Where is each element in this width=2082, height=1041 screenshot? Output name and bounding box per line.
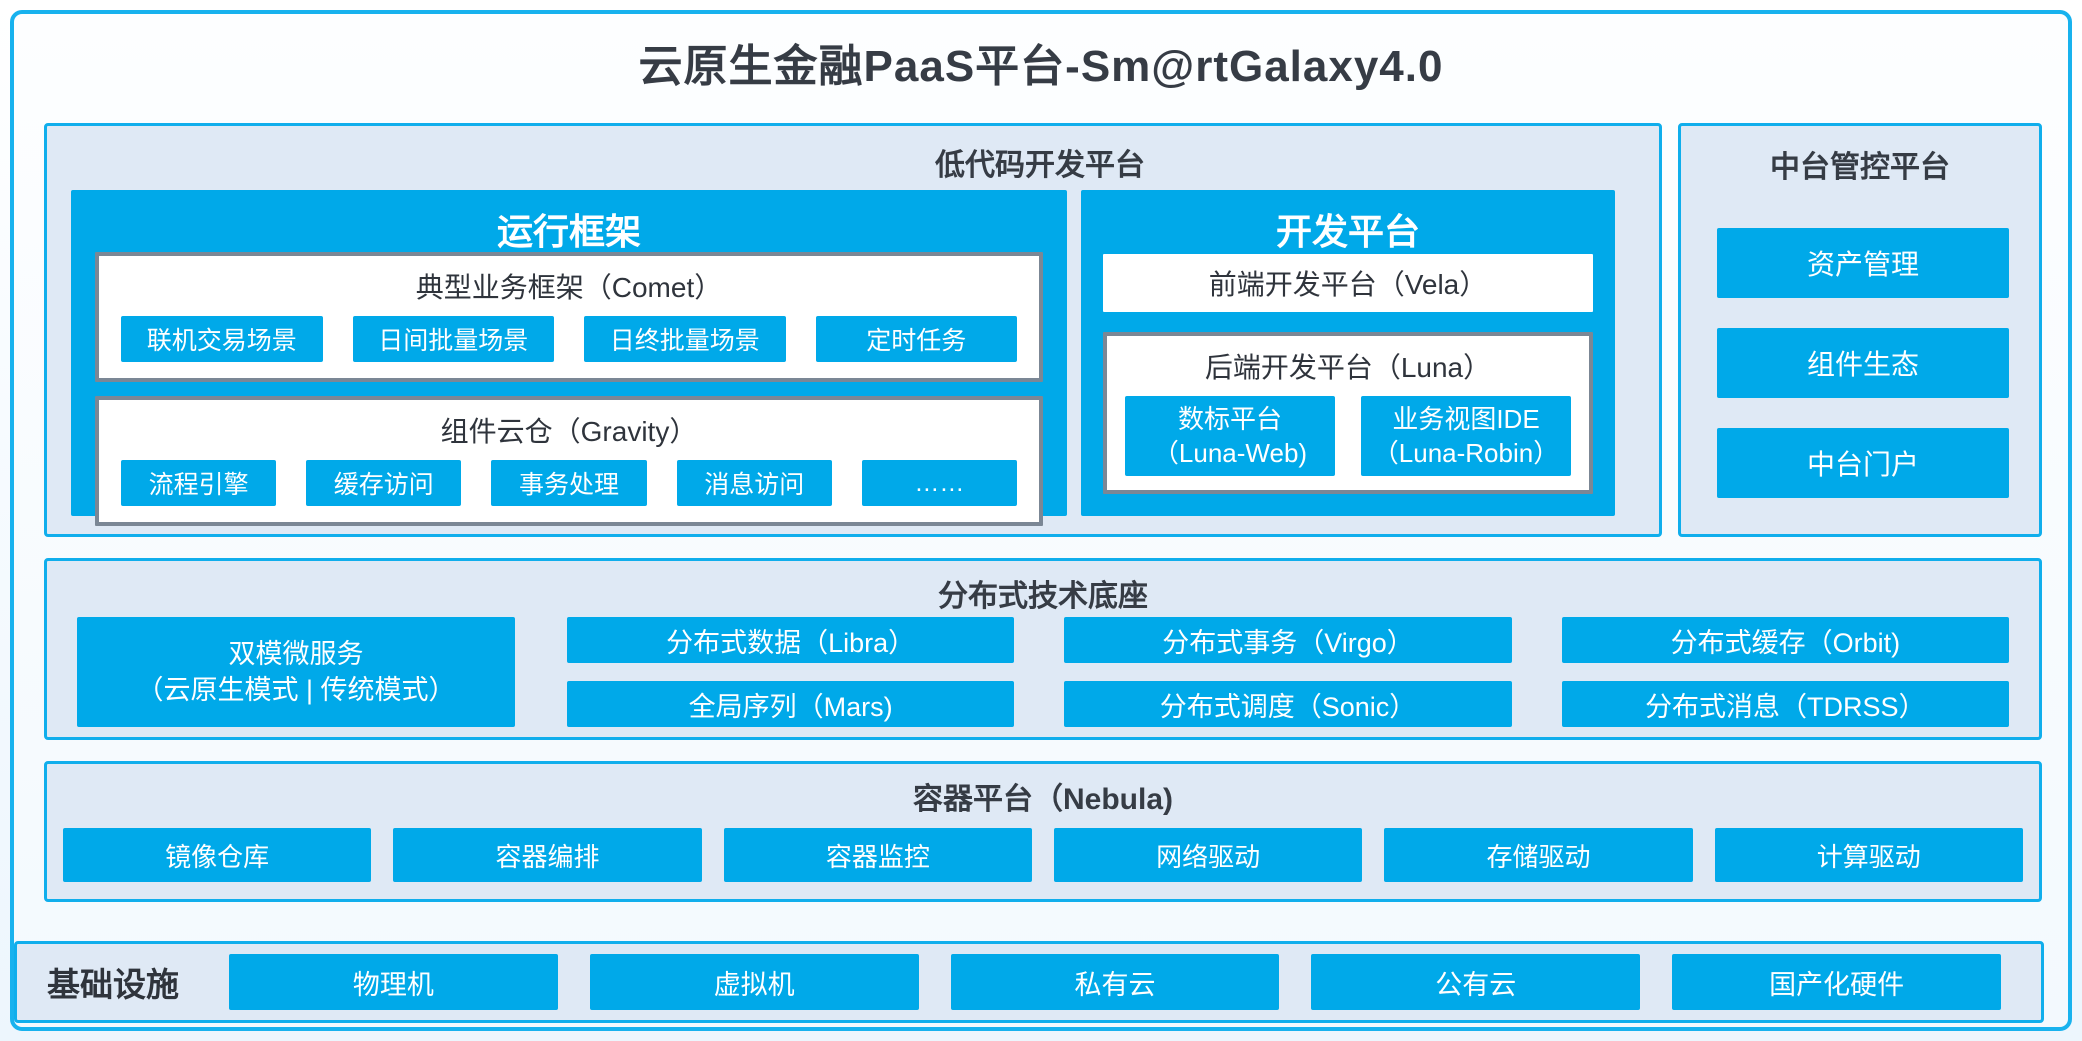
chip-physical-machine: 物理机 bbox=[229, 954, 558, 1010]
runtime-framework-title: 运行框架 bbox=[496, 211, 641, 252]
chip-image-registry: 镜像仓库 bbox=[63, 828, 372, 882]
chip-distributed-data-libra: 分布式数据（Libra） bbox=[567, 617, 1015, 663]
infrastructure-items: 物理机 虚拟机 私有云 公有云 国产化硬件 bbox=[229, 954, 2001, 1010]
backend-luna-title: 后端开发平台（Luna） bbox=[1204, 352, 1492, 383]
section-distributed-base: 分布式技术底座 双模微服务 （云原生模式 | 传统模式） 分布式数据（Libra… bbox=[44, 558, 2042, 740]
chip-luna-web: 数标平台 （Luna-Web) bbox=[1125, 396, 1335, 476]
chip-virtual-machine: 虚拟机 bbox=[589, 954, 919, 1010]
chip-global-sequence-mars: 全局序列（Mars) bbox=[567, 681, 1015, 727]
chip-dual-mode-microservice: 双模微服务 （云原生模式 | 传统模式） bbox=[77, 617, 515, 727]
chip-asset-management: 资产管理 bbox=[1717, 228, 2009, 298]
group-gravity: 组件云仓（Gravity） 流程引擎 缓存访问 事务处理 消息访问 …… bbox=[95, 396, 1043, 526]
dev-platform-box: 开发平台 前端开发平台（Vela） 后端开发平台（Luna） 数标平台 （Lun… bbox=[1081, 190, 1615, 516]
dual-mode-line1: 双模微服务 bbox=[228, 639, 364, 669]
chip-distributed-message-tdrss: 分布式消息（TDRSS） bbox=[1561, 681, 2009, 727]
group-comet-items: 联机交易场景 日间批量场景 日终批量场景 定时任务 bbox=[99, 306, 1039, 378]
container-platform-items: 镜像仓库 容器编排 容器监控 网络驱动 存储驱动 计算驱动 bbox=[63, 828, 2023, 882]
backend-luna-items: 数标平台 （Luna-Web) 业务视图IDE （Luna-Robin） bbox=[1107, 386, 1589, 476]
infrastructure-title: 基础设施 bbox=[47, 966, 179, 1003]
chip-container-monitoring: 容器监控 bbox=[723, 828, 1032, 882]
frontend-vela-box: 前端开发平台（Vela） bbox=[1103, 254, 1593, 312]
chip-luna-robin-line2: （Luna-Robin） bbox=[1372, 438, 1560, 468]
chip-private-cloud: 私有云 bbox=[950, 954, 1280, 1010]
chip-message-access: 消息访问 bbox=[676, 460, 832, 506]
chip-container-orchestration: 容器编排 bbox=[393, 828, 702, 882]
chip-luna-web-line1: 数标平台 bbox=[1177, 404, 1282, 434]
section-container-platform: 容器平台（Nebula) 镜像仓库 容器编排 容器监控 网络驱动 存储驱动 计算… bbox=[44, 761, 2042, 902]
chip-domestic-hardware: 国产化硬件 bbox=[1672, 954, 2001, 1010]
backend-luna-box: 后端开发平台（Luna） 数标平台 （Luna-Web) 业务视图IDE （Lu… bbox=[1103, 332, 1593, 494]
chip-public-cloud: 公有云 bbox=[1311, 954, 1641, 1010]
chip-luna-robin-line1: 业务视图IDE bbox=[1392, 404, 1540, 434]
chip-component-ecosystem: 组件生态 bbox=[1717, 328, 2009, 398]
lowcode-title: 低代码开发平台 bbox=[934, 149, 1145, 182]
dual-mode-line2: （云原生模式 | 传统模式） bbox=[136, 675, 456, 705]
dev-platform-title: 开发平台 bbox=[1275, 211, 1420, 252]
chip-distributed-scheduling-sonic: 分布式调度（Sonic） bbox=[1064, 681, 1512, 727]
chip-compute-driver: 计算驱动 bbox=[1714, 828, 2023, 882]
container-platform-title: 容器平台（Nebula) bbox=[912, 783, 1173, 816]
chip-midplatform-portal: 中台门户 bbox=[1717, 428, 2009, 498]
group-comet-title: 典型业务框架（Comet） bbox=[415, 272, 723, 303]
chip-process-engine: 流程引擎 bbox=[121, 460, 277, 506]
chip-luna-robin: 业务视图IDE （Luna-Robin） bbox=[1361, 396, 1571, 476]
group-comet: 典型业务框架（Comet） 联机交易场景 日间批量场景 日终批量场景 定时任务 bbox=[95, 252, 1043, 382]
page-title: 云原生金融PaaS平台-Sm@rtGalaxy4.0 bbox=[638, 42, 1444, 91]
chip-transaction-processing: 事务处理 bbox=[491, 460, 647, 506]
runtime-framework-box: 运行框架 典型业务框架（Comet） 联机交易场景 日间批量场景 日终批量场景 … bbox=[71, 190, 1067, 526]
midplatform-title: 中台管控平台 bbox=[1770, 151, 1950, 184]
chip-network-driver: 网络驱动 bbox=[1053, 828, 1363, 882]
section-infrastructure: 基础设施 物理机 虚拟机 私有云 公有云 国产化硬件 bbox=[14, 941, 2044, 1023]
distributed-grid: 分布式数据（Libra） 分布式事务（Virgo） 分布式缓存（Orbit) 全… bbox=[567, 617, 2009, 727]
chip-online-transaction: 联机交易场景 bbox=[121, 316, 323, 362]
chip-ellipsis: …… bbox=[861, 460, 1018, 506]
chip-daytime-batch: 日间批量场景 bbox=[352, 316, 554, 362]
chip-scheduled-task: 定时任务 bbox=[815, 316, 1017, 362]
chip-distributed-transaction-virgo: 分布式事务（Virgo） bbox=[1064, 617, 1512, 663]
group-gravity-title: 组件云仓（Gravity） bbox=[440, 416, 698, 447]
chip-luna-web-line2: （Luna-Web) bbox=[1152, 438, 1308, 468]
section-lowcode-platform: 低代码开发平台 运行框架 典型业务框架（Comet） 联机交易场景 日间批量场景… bbox=[44, 123, 1662, 537]
chip-distributed-cache-orbit: 分布式缓存（Orbit) bbox=[1561, 617, 2009, 663]
section-midplatform: 中台管控平台 资产管理 组件生态 中台门户 bbox=[1678, 123, 2042, 537]
chip-storage-driver: 存储驱动 bbox=[1384, 828, 1693, 882]
group-gravity-items: 流程引擎 缓存访问 事务处理 消息访问 …… bbox=[99, 450, 1039, 522]
distributed-title: 分布式技术底座 bbox=[938, 580, 1148, 613]
distributed-content: 双模微服务 （云原生模式 | 传统模式） 分布式数据（Libra） 分布式事务（… bbox=[77, 617, 2009, 727]
chip-cache-access: 缓存访问 bbox=[306, 460, 462, 506]
chip-eod-batch: 日终批量场景 bbox=[584, 316, 786, 362]
